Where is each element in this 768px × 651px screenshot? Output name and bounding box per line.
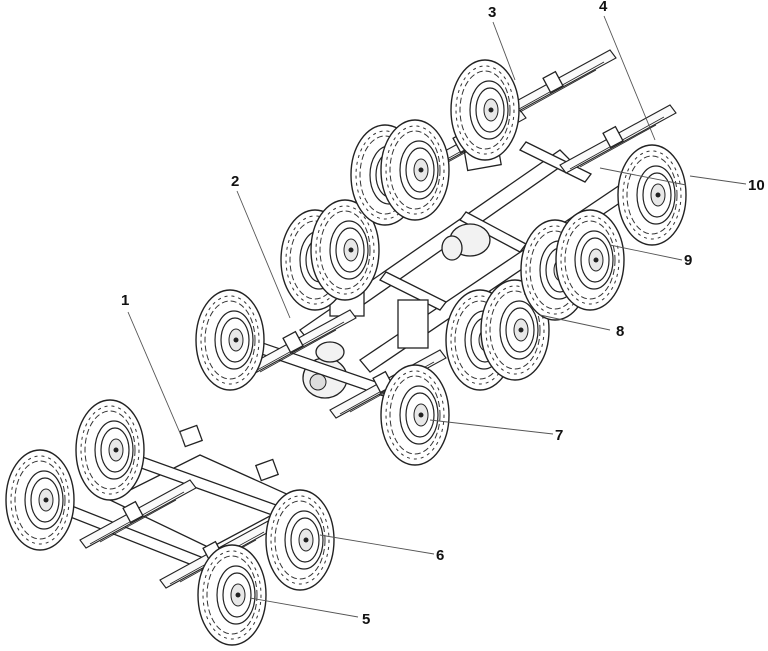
callout-3: 3 <box>488 4 496 21</box>
wheel <box>380 364 450 466</box>
callout-4: 4 <box>599 0 608 15</box>
wheel <box>75 399 145 501</box>
wheel <box>380 119 450 221</box>
callout-5: 5 <box>362 611 370 628</box>
wheel <box>265 489 335 591</box>
wheel <box>555 209 625 311</box>
wheel <box>5 449 75 551</box>
callout-6: 6 <box>436 547 444 564</box>
cross-member <box>519 141 592 183</box>
callout-9: 9 <box>684 252 692 269</box>
mid-differential <box>441 223 491 261</box>
front-bogie-assembly <box>5 399 335 646</box>
wheel <box>195 289 265 391</box>
wheel <box>617 144 687 246</box>
callout-2: 2 <box>231 173 239 190</box>
wheel <box>197 544 267 646</box>
rear-chassis-assembly <box>195 49 687 466</box>
callout-8: 8 <box>616 323 624 340</box>
spring-hanger <box>178 424 204 448</box>
callout-1: 1 <box>121 292 129 309</box>
callout-10: 10 <box>748 177 765 194</box>
callout-7: 7 <box>555 427 563 444</box>
bracket <box>397 299 429 349</box>
callouts: 1 2 3 4 10 9 8 7 6 5 <box>121 0 765 628</box>
spring-hanger <box>254 458 280 482</box>
wheel <box>450 59 520 161</box>
